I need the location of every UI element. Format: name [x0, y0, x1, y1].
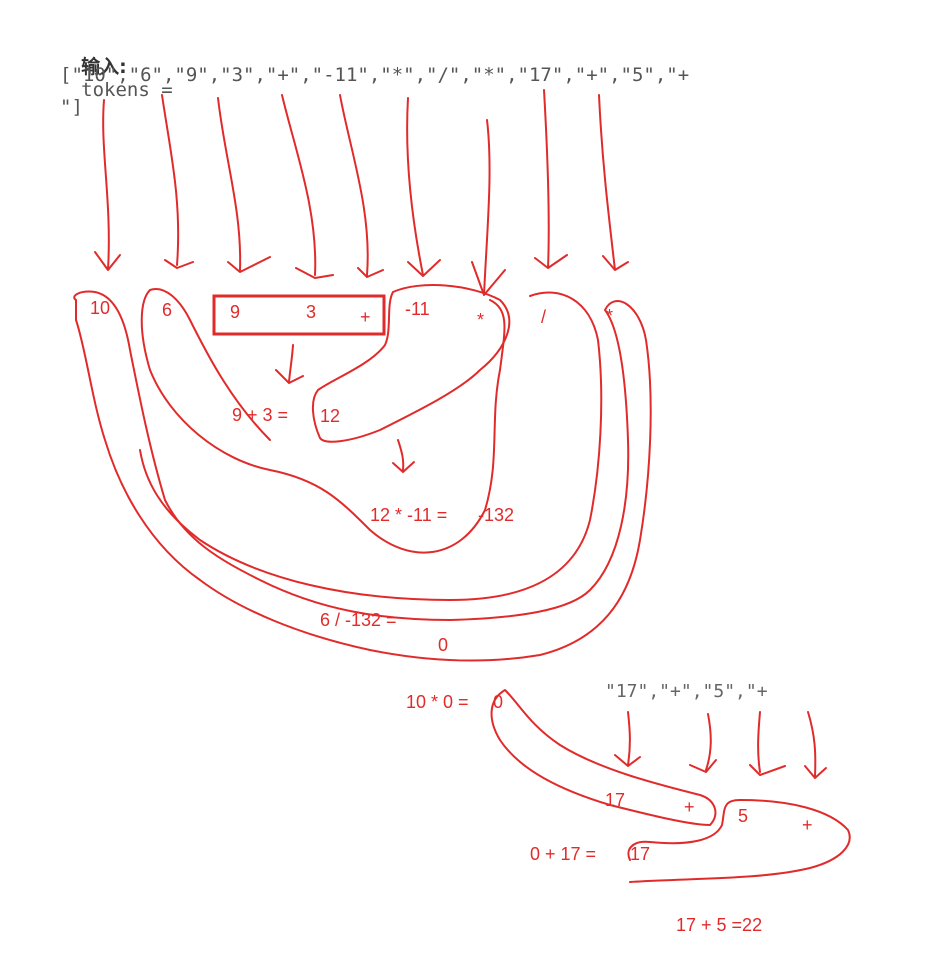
- token-slash: /: [541, 307, 546, 327]
- blob-12-times-minus11: [312, 284, 511, 443]
- arrow-minus11: [406, 97, 441, 277]
- arrow-slash: [534, 89, 568, 269]
- arrow-step-2: [392, 439, 415, 473]
- token-9: 9: [230, 302, 240, 322]
- token-6: 6: [162, 300, 172, 320]
- arrow-star1: [471, 119, 506, 296]
- step-1-expr: 9 + 3 =: [232, 405, 288, 425]
- tail-arrow-5: [749, 711, 786, 776]
- step-2-expr: 12 * -11 =: [370, 505, 447, 525]
- step-1-result: 12: [320, 406, 340, 426]
- blob-6-div-minus132: [140, 288, 506, 554]
- tail-arrow-plus-1: [689, 713, 717, 773]
- operand-box-9-3-plus: [212, 294, 386, 336]
- token-arrows: [94, 89, 629, 296]
- tail-arrow-17: [614, 711, 641, 767]
- arrow-10: [94, 99, 121, 271]
- tail-token-plus-1: +: [684, 797, 695, 817]
- blob-0-plus-17: [490, 689, 717, 826]
- token-10: 10: [90, 298, 110, 318]
- step-5-result: 17: [630, 844, 650, 864]
- step-4-result: 0: [493, 692, 503, 712]
- token-plus: +: [360, 307, 371, 327]
- arrow-6: [161, 94, 194, 269]
- token-3: 3: [306, 302, 316, 322]
- step-4-expr: 10 * 0 =: [406, 692, 469, 712]
- tail-token-5: 5: [738, 806, 748, 826]
- arrow-star2: [598, 94, 629, 271]
- tail-arrow-plus-2: [804, 711, 827, 779]
- header-assign: tokens =: [81, 79, 173, 101]
- tail-tokens-line: "17","+","5","+: [605, 681, 768, 702]
- arrow-3: [281, 94, 334, 279]
- arrow-9: [217, 97, 271, 273]
- header-line-1: 输入: tokens =: [60, 30, 173, 124]
- token-labels: 10 6 9 3 + -11 * / *: [90, 298, 613, 330]
- tail-token-17: 17: [605, 790, 625, 810]
- step-2-result: -132: [478, 505, 514, 525]
- step-3-result: 0: [438, 635, 448, 655]
- token-minus-11: -11: [405, 299, 430, 319]
- blob-slash: [139, 291, 603, 601]
- header-label: 输入:: [81, 56, 127, 78]
- step-6-expr: 17 + 5 =22: [676, 915, 762, 935]
- token-star-1: *: [477, 310, 484, 330]
- tail-arrows: [614, 711, 827, 779]
- tail-token-plus-2: +: [802, 815, 813, 835]
- header-line-2: ["10","6","9","3","+","-11","*","/","*",…: [60, 64, 690, 86]
- step-5-expr: 0 + 17 =: [530, 844, 596, 864]
- arrow-plus: [339, 94, 384, 278]
- blob-10-times: [73, 290, 652, 662]
- blob-17-plus-5: [627, 799, 851, 883]
- arrow-box-to-result: [275, 344, 304, 384]
- header-line-3: "]: [60, 96, 83, 118]
